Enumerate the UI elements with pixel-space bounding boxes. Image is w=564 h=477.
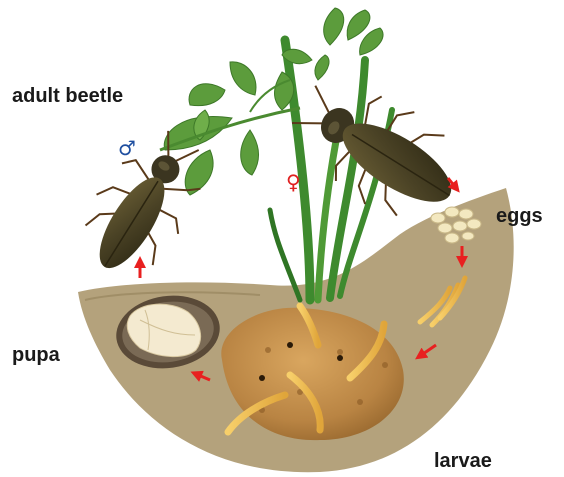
label-eggs: eggs	[496, 206, 543, 226]
label-adult-beetle: adult beetle	[12, 86, 123, 106]
label-larvae: larvae	[434, 451, 492, 471]
male-symbol: ♂	[118, 138, 136, 158]
label-pupa: pupa	[12, 345, 60, 365]
female-symbol: ♀	[286, 172, 301, 192]
